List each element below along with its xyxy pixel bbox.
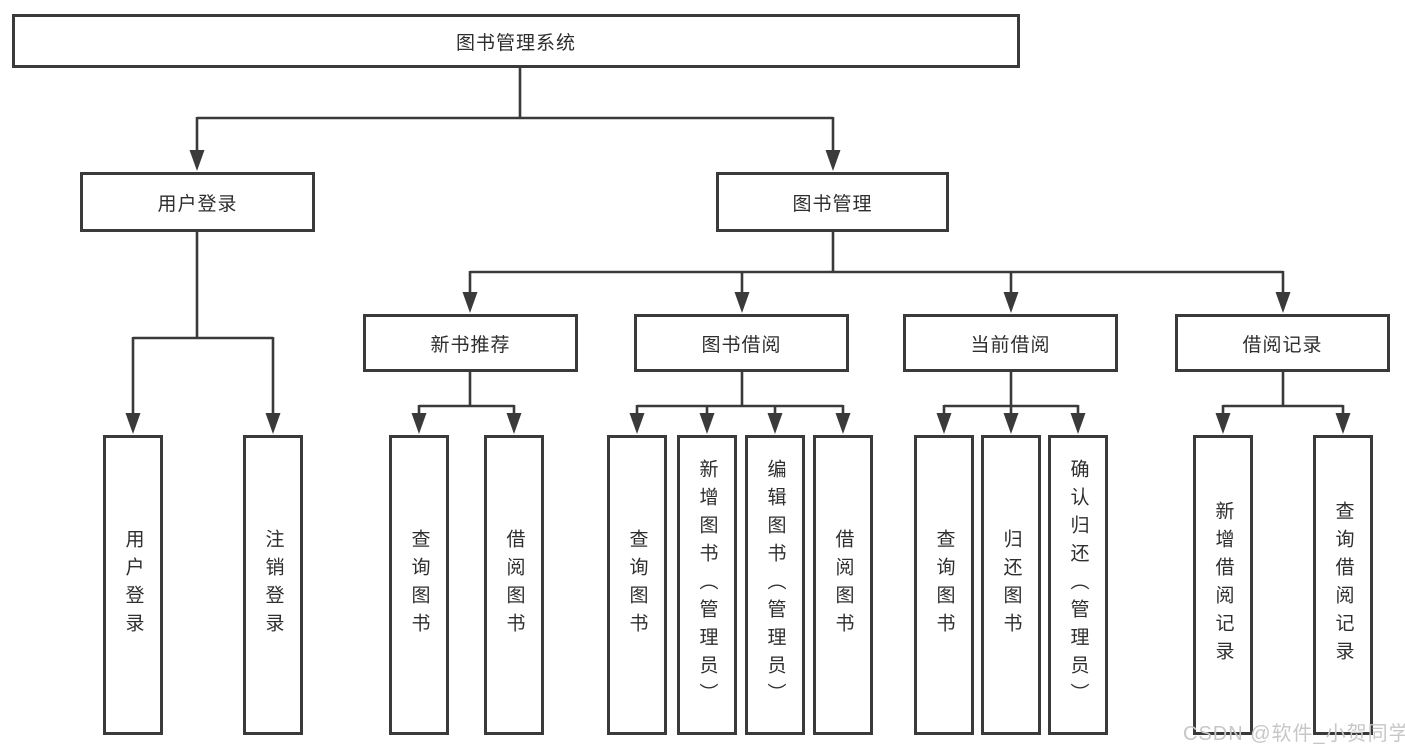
arrowheads-borrow-records-leaves <box>1215 413 1351 434</box>
node-book-management: 图书管理 <box>716 172 949 232</box>
arrowheads-book-borrow-leaves <box>629 413 851 434</box>
leaf-add-book-admin: 新增图书（管理员） <box>677 435 737 735</box>
arrowheads-current-borrow-leaves <box>936 413 1086 434</box>
leaf-return-book: 归还图书 <box>981 435 1041 735</box>
node-book-management-label: 图书管理 <box>792 193 873 215</box>
leaf-logout-label: 注销登录 <box>262 529 284 641</box>
node-new-book-recommend: 新书推荐 <box>363 314 578 372</box>
leaf-query-borrow-record: 查询借阅记录 <box>1313 435 1373 735</box>
leaf-edit-book-admin: 编辑图书（管理员） <box>745 435 805 735</box>
arrowheads-user-login-leaves <box>125 413 281 434</box>
node-borrow-records-label: 借阅记录 <box>1242 334 1323 356</box>
node-borrow-records: 借阅记录 <box>1175 314 1390 372</box>
leaf-query-borrow-record-label: 查询借阅记录 <box>1332 501 1354 669</box>
leaf-borrow-books-1-label: 借阅图书 <box>503 529 525 641</box>
connector-current-borrow-to-leaves <box>942 372 1080 417</box>
leaf-add-borrow-record-label: 新增借阅记录 <box>1212 501 1234 669</box>
node-current-borrow: 当前借阅 <box>903 314 1118 372</box>
leaf-confirm-return-admin: 确认归还（管理员） <box>1048 435 1108 735</box>
node-book-borrow: 图书借阅 <box>634 314 849 372</box>
leaf-borrow-books-1: 借阅图书 <box>484 435 544 735</box>
leaf-query-books-3-label: 查询图书 <box>933 529 955 641</box>
connector-book-mgmt-to-level3 <box>468 232 1285 295</box>
node-user-login: 用户登录 <box>80 172 315 232</box>
leaf-query-books-2: 查询图书 <box>607 435 667 735</box>
node-user-login-label: 用户登录 <box>157 193 238 215</box>
connector-new-book-to-leaves <box>417 372 516 417</box>
connector-borrow-records-to-leaves <box>1221 372 1345 417</box>
connector-root-to-level2 <box>195 68 835 153</box>
arrowheads-level2 <box>189 150 841 171</box>
leaf-user-login: 用户登录 <box>103 435 163 735</box>
node-root-system: 图书管理系统 <box>12 14 1020 68</box>
leaf-borrow-books-2-label: 借阅图书 <box>832 529 854 641</box>
leaf-confirm-return-admin-label: 确认归还（管理员） <box>1067 459 1089 711</box>
leaf-user-login-label: 用户登录 <box>122 529 144 641</box>
csdn-watermark: CSDN @软件_小贺同学 <box>1183 723 1405 745</box>
leaf-logout: 注销登录 <box>243 435 303 735</box>
leaf-borrow-books-2: 借阅图书 <box>813 435 873 735</box>
arrowheads-new-book-leaves <box>411 413 522 434</box>
node-book-borrow-label: 图书借阅 <box>701 334 782 356</box>
leaf-add-borrow-record: 新增借阅记录 <box>1193 435 1253 735</box>
leaf-return-book-label: 归还图书 <box>1000 529 1022 641</box>
node-new-book-recommend-label: 新书推荐 <box>430 334 511 356</box>
leaf-query-books-3: 查询图书 <box>914 435 974 735</box>
leaf-edit-book-admin-label: 编辑图书（管理员） <box>764 459 786 711</box>
node-root-label: 图书管理系统 <box>455 32 576 54</box>
leaf-add-book-admin-label: 新增图书（管理员） <box>696 459 718 711</box>
leaf-query-books-2-label: 查询图书 <box>626 529 648 641</box>
connector-user-login-to-leaves <box>131 232 275 417</box>
leaf-query-books-1: 查询图书 <box>389 435 449 735</box>
arrowheads-level3 <box>462 292 1291 313</box>
leaf-query-books-1-label: 查询图书 <box>408 529 430 641</box>
node-current-borrow-label: 当前借阅 <box>970 334 1051 356</box>
connector-book-borrow-to-leaves <box>635 372 845 417</box>
